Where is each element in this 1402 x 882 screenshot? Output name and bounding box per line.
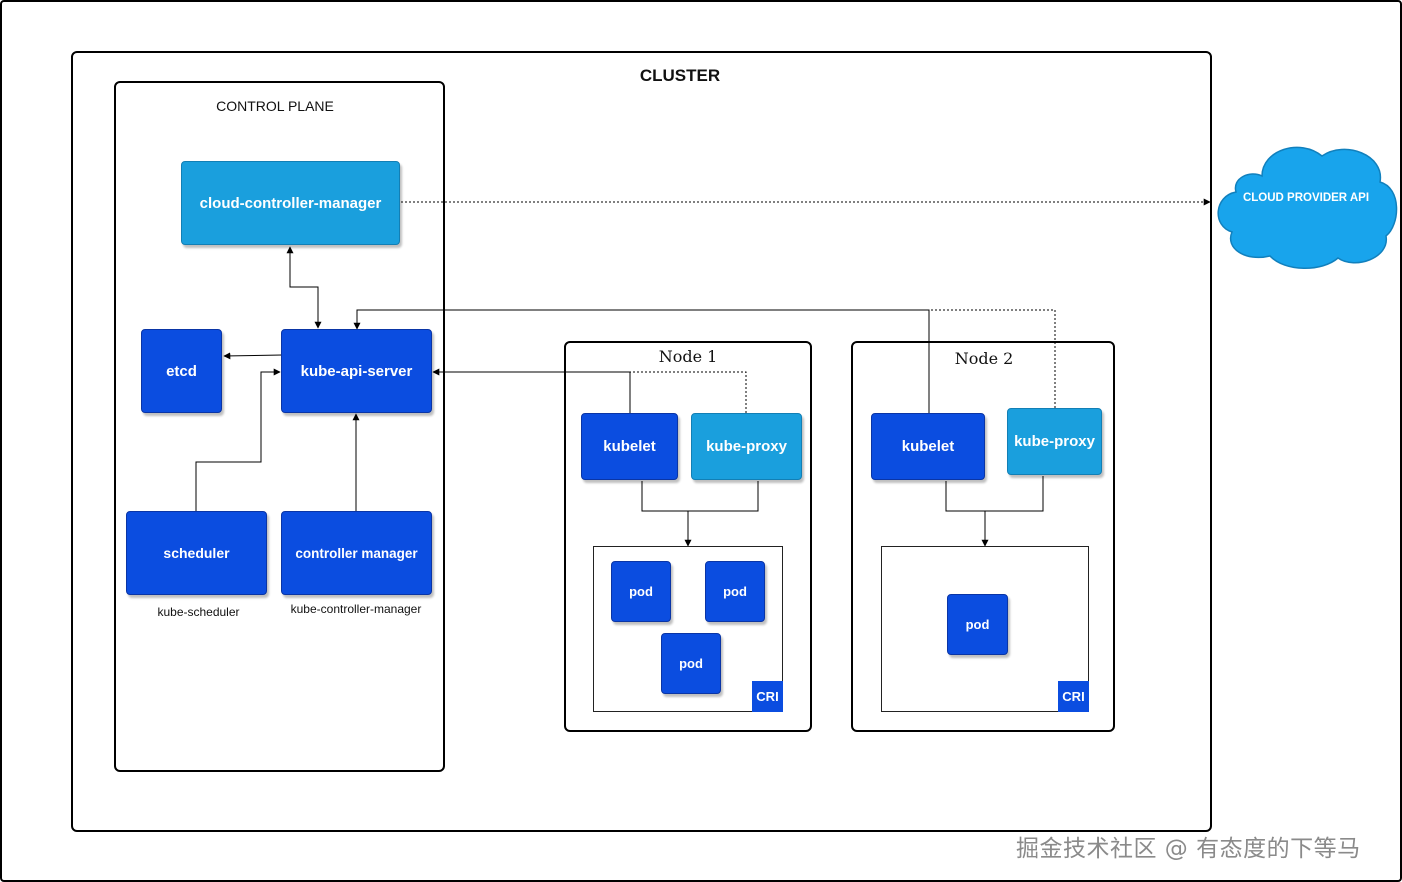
node2-frame bbox=[851, 341, 1115, 732]
node1-pod[interactable]: pod bbox=[611, 561, 671, 622]
watermark-text: 掘金技术社区 @ 有态度的下等马 bbox=[1016, 836, 1361, 862]
node2-pod[interactable]: pod bbox=[947, 594, 1008, 655]
ccm-api-link bbox=[286, 246, 322, 329]
scheduler-box[interactable]: scheduler bbox=[126, 511, 267, 595]
controller-manager-box[interactable]: controller manager bbox=[281, 511, 432, 595]
api-etcd-link bbox=[223, 352, 283, 360]
node2-kubelet-api-link bbox=[353, 309, 930, 413]
node1-kube-proxy-box[interactable]: kube-proxy bbox=[691, 413, 802, 480]
node2-to-pods-link bbox=[945, 476, 1044, 512]
node1-frame bbox=[564, 341, 812, 732]
node1-to-pods-link bbox=[641, 481, 759, 512]
scheduler-api-link bbox=[195, 368, 281, 511]
control-plane-title: CONTROL PLANE bbox=[216, 98, 334, 114]
kube-api-server-box[interactable]: kube-api-server bbox=[281, 329, 432, 413]
node2-kube-proxy-box[interactable]: kube-proxy bbox=[1007, 408, 1102, 475]
node2-kubelet-box[interactable]: kubelet bbox=[871, 413, 985, 480]
node1-pod[interactable]: pod bbox=[705, 561, 765, 622]
node2-title: Node 2 bbox=[954, 349, 1014, 368]
node1-proxy-api-link bbox=[630, 371, 747, 413]
node1-pod[interactable]: pod bbox=[661, 633, 721, 694]
node2-cri-badge: CRI bbox=[1058, 681, 1089, 712]
node1-cri-badge: CRI bbox=[752, 681, 783, 712]
control-plane-frame bbox=[114, 81, 445, 772]
cluster-frame bbox=[71, 51, 1212, 832]
controller-manager-caption: kube-controller-manager bbox=[290, 602, 422, 616]
etcd-box[interactable]: etcd bbox=[141, 329, 222, 413]
cloud-provider-label: CLOUD PROVIDER API bbox=[1242, 192, 1370, 204]
node1-title: Node 1 bbox=[658, 347, 718, 366]
cluster-title: CLUSTER bbox=[639, 66, 721, 85]
cloud-shape bbox=[1217, 146, 1398, 269]
node1-kubelet-box[interactable]: kubelet bbox=[581, 413, 678, 480]
cloud-controller-manager-box[interactable]: cloud-controller-manager bbox=[181, 161, 400, 245]
scheduler-caption: kube-scheduler bbox=[157, 605, 240, 619]
node2-proxy-api-link bbox=[929, 309, 1056, 408]
